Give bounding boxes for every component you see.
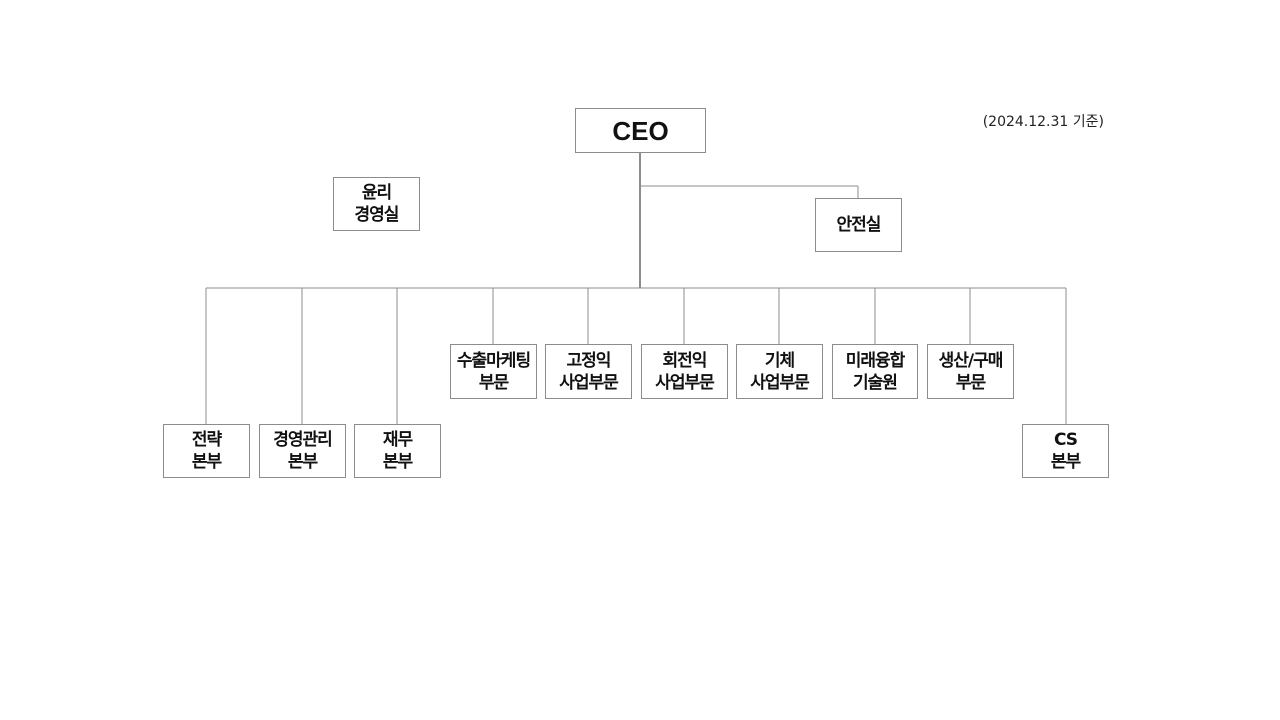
safety-office-label: 안전실 [836,215,882,235]
hq-management: 경영관리 본부 [259,424,346,478]
division-label-1: 회전익 [662,350,708,371]
division-label-2: 사업부문 [750,372,810,393]
ceo-label: CEO [612,115,669,146]
hq-finance: 재무 본부 [354,424,441,478]
division-label-1: 미래융합 [845,350,906,371]
ethics-office-label-2: 경영실 [354,205,400,225]
division-label-1: 수출마케팅 [456,350,531,371]
division-future-tech-institute: 미래융합 기술원 [832,344,918,399]
division-rotary-wing: 회전익 사업부문 [641,344,728,399]
ethics-office-box: 윤리 경영실 [333,177,420,231]
hq-label-1: 경영관리 [273,430,333,450]
hq-label-2: 본부 [191,452,222,472]
division-label-1: 생산/구매 [938,350,1004,371]
hq-label-1: 전략 [191,430,222,450]
hq-label-2: 본부 [382,452,413,472]
division-label-2: 부문 [955,372,986,393]
division-fixed-wing: 고정익 사업부문 [545,344,632,399]
division-label-2: 사업부문 [559,372,619,393]
hq-label-2: 본부 [1050,452,1081,472]
division-export-marketing: 수출마케팅 부문 [450,344,537,399]
ceo-box: CEO [575,108,706,153]
hq-cs: CS 본부 [1022,424,1109,478]
hq-label-1: CS [1053,430,1078,450]
safety-office-box: 안전실 [815,198,902,252]
division-label-2: 기술원 [853,372,898,393]
division-label-1: 기체 [764,350,795,371]
hq-strategy: 전략 본부 [163,424,250,478]
division-label-2: 부문 [478,372,509,393]
ethics-office-label-1: 윤리 [361,183,392,203]
division-label-2: 사업부문 [655,372,715,393]
hq-label-1: 재무 [382,430,413,450]
division-production-purchasing: 생산/구매 부문 [927,344,1014,399]
date-note: (2024.12.31 기준) [982,114,1104,130]
hq-label-2: 본부 [287,452,318,472]
division-aerostructure: 기체 사업부문 [736,344,823,399]
division-label-1: 고정익 [566,350,612,371]
